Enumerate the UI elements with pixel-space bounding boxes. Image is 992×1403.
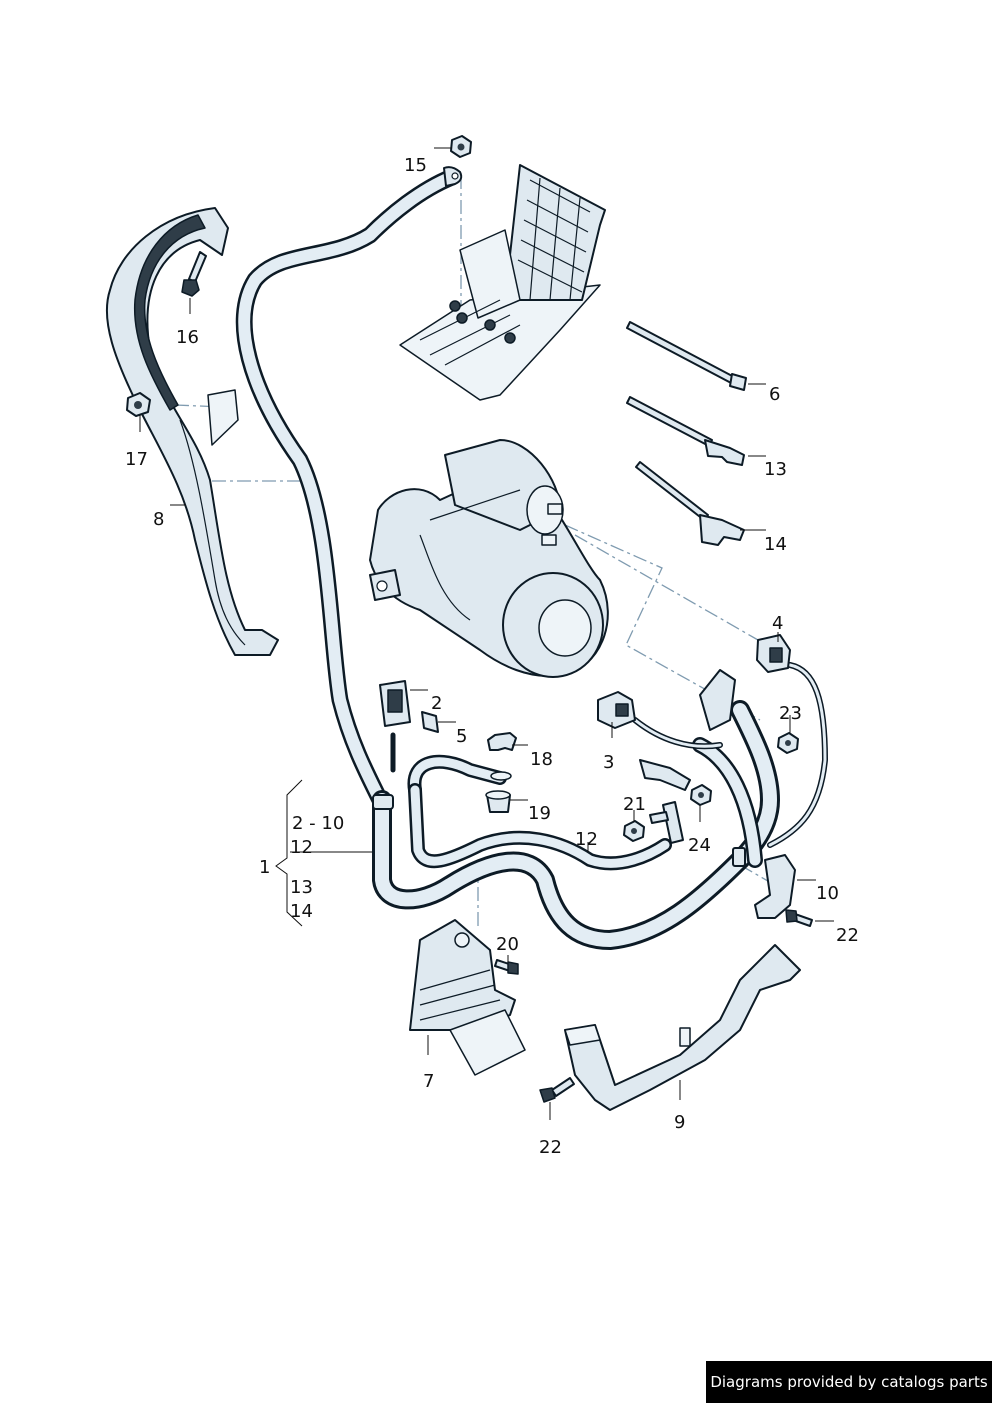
part-4-connector xyxy=(756,634,791,673)
part-21-nut xyxy=(623,801,684,844)
label-18: 18 xyxy=(530,749,553,770)
part-3-connector xyxy=(597,691,636,729)
harness-bracket xyxy=(639,669,736,791)
part-2-connector xyxy=(379,680,411,727)
part-14-cable-tie xyxy=(635,461,745,546)
label-7: 7 xyxy=(423,1071,434,1092)
label-16: 16 xyxy=(176,327,199,348)
battery-cable xyxy=(235,166,463,809)
part-19-grommet xyxy=(485,771,512,813)
label-17: 17 xyxy=(125,449,148,470)
label-22-lower: 22 xyxy=(539,1137,562,1158)
part-10-bracket xyxy=(754,854,796,919)
group-brace xyxy=(275,779,303,927)
label-12-harness: 12 xyxy=(575,829,598,850)
part-13-cable-tie xyxy=(626,396,745,466)
label-15: 15 xyxy=(404,155,427,176)
label-10: 10 xyxy=(816,883,839,904)
label-24: 24 xyxy=(688,835,711,856)
part-15-nut xyxy=(450,135,472,158)
part-22-bolt-right xyxy=(785,909,813,927)
label-22-right: 22 xyxy=(836,925,859,946)
main-harness xyxy=(372,662,828,950)
part-7-bracket xyxy=(409,919,526,1076)
label-5: 5 xyxy=(456,726,467,747)
label-6: 6 xyxy=(769,384,780,405)
label-23: 23 xyxy=(779,703,802,724)
label-2: 2 xyxy=(431,693,442,714)
label-20: 20 xyxy=(496,934,519,955)
part-5-clip xyxy=(421,711,439,733)
credit-banner: Diagrams provided by catalogs parts xyxy=(706,1361,992,1403)
part-18-clip xyxy=(487,732,517,751)
label-14-right: 14 xyxy=(764,534,787,555)
label-8: 8 xyxy=(153,509,164,530)
part-17-nut xyxy=(126,392,151,417)
part-23-nut xyxy=(777,732,799,754)
label-13-group: 13 xyxy=(290,877,313,898)
label-21: 21 xyxy=(623,794,646,815)
part-22-bolt-lower xyxy=(539,1077,575,1103)
label-4: 4 xyxy=(772,613,783,634)
starter-motor xyxy=(369,439,609,678)
part-20-bolt xyxy=(494,959,519,975)
label-2-10: 2 - 10 xyxy=(292,813,344,834)
label-19: 19 xyxy=(528,803,551,824)
label-13-right: 13 xyxy=(764,459,787,480)
battery-tray xyxy=(399,164,606,401)
part-labels: 15 16 17 8 6 13 14 4 2 5 3 23 18 19 21 2… xyxy=(125,155,859,1158)
label-1: 1 xyxy=(259,857,270,878)
part-16-bolt xyxy=(181,251,207,297)
part-6-cable-tie xyxy=(626,321,747,391)
part-8-bracket xyxy=(105,207,279,656)
label-14-group: 14 xyxy=(290,901,313,922)
part-24-nut xyxy=(690,784,712,806)
label-12-group: 12 xyxy=(290,837,313,858)
leader-lines xyxy=(139,147,834,1120)
label-9: 9 xyxy=(674,1112,685,1133)
label-3: 3 xyxy=(603,752,614,773)
part-9-bracket xyxy=(564,944,801,1111)
